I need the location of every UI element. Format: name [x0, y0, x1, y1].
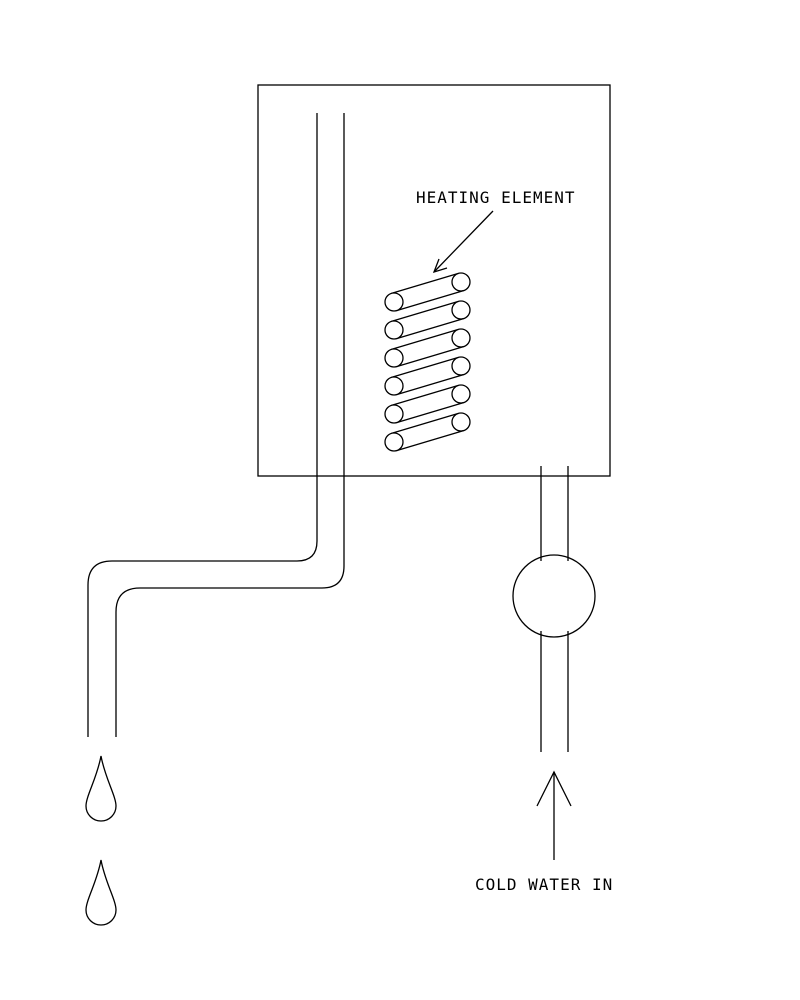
hot-water-outlet-pipe: [87, 113, 345, 737]
water-drop: [85, 859, 117, 926]
heating-element-coil: [384, 272, 471, 452]
outlet-pipe-wall-right: [115, 113, 345, 737]
coil-turn: [384, 412, 471, 452]
coil-turn: [384, 300, 471, 340]
coil-turn: [384, 384, 471, 424]
heating-element-label: HEATING ELEMENT: [416, 188, 576, 207]
water-drop: [85, 755, 117, 822]
cold-water-inlet-pipe: [540, 466, 569, 752]
cold-water-arrow: [536, 770, 572, 860]
inlet-valve: [512, 554, 596, 638]
water-drops: [85, 755, 117, 926]
coil-turn: [384, 328, 471, 368]
heater-tank: [257, 84, 611, 477]
outlet-pipe-wall-left: [87, 113, 318, 737]
coil-turn: [384, 272, 471, 312]
cold-water-in-label: COLD WATER IN: [475, 875, 613, 894]
coil-turn: [384, 356, 471, 396]
heating-element-arrow: [432, 210, 494, 274]
